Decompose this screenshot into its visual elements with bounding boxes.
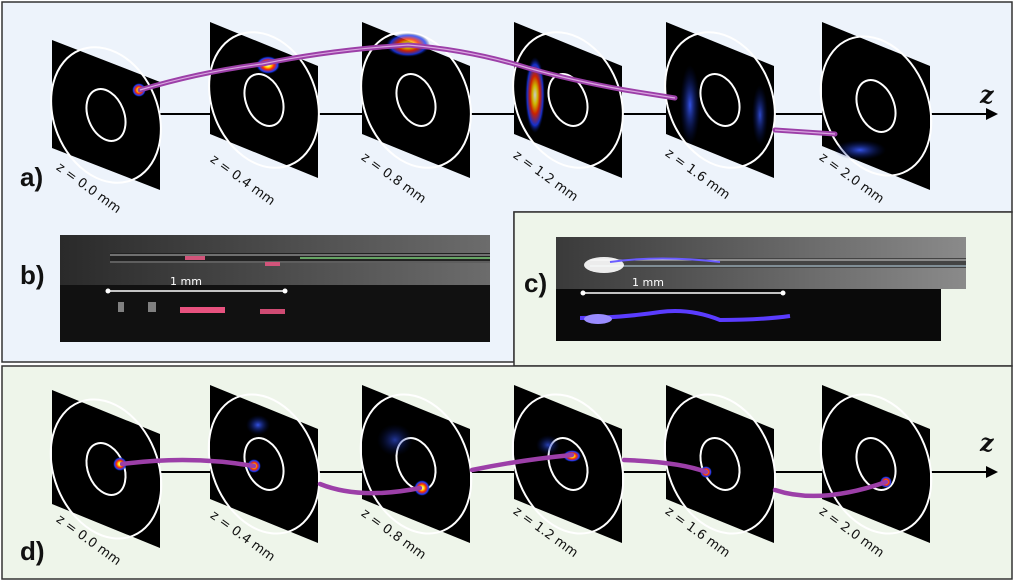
- slice-a-3: [360, 22, 472, 178]
- slice-a-1: [50, 40, 162, 190]
- beam-spot: [525, 57, 545, 133]
- panel-d-slices: [49, 385, 933, 548]
- scale-bar-end: [780, 290, 786, 296]
- panel-b-fiber-image: [60, 235, 490, 342]
- beam-spot: [680, 65, 700, 145]
- panel-d-z-axis-arrowhead: [986, 466, 998, 478]
- slice-a-5: [664, 22, 776, 178]
- scale-bar-end: [282, 288, 288, 294]
- slice-a-6: [819, 22, 933, 190]
- beam-spot: [752, 85, 768, 145]
- panel-a-label: a): [20, 162, 44, 192]
- panel-c-fiber-image: [556, 237, 966, 341]
- panel-d-trajectory: [119, 452, 889, 499]
- panel-b-scale-bar-label: 1 mm: [170, 275, 202, 288]
- beam-spot: [246, 415, 270, 435]
- panel-b-label: b): [20, 260, 45, 290]
- slice-a-4: [512, 22, 624, 178]
- panel-a-z-axis-arrowhead: [986, 108, 998, 120]
- panel-d-label: d): [20, 536, 45, 566]
- panel-a-z-axis-label: z: [980, 80, 994, 109]
- beam-spot: [536, 435, 560, 455]
- beam-spot: [377, 424, 413, 456]
- slice-d-4: [511, 385, 625, 543]
- panel-c-scale-bar-label: 1 mm: [632, 276, 664, 289]
- slice-d-2: [207, 385, 321, 543]
- scale-bar-end: [580, 290, 586, 296]
- slice-d-3: [359, 385, 473, 543]
- panel-d-z-axis-label: z: [980, 428, 994, 457]
- panel-c-label: c): [524, 268, 548, 298]
- beam-spot: [834, 140, 886, 160]
- scale-bar-end: [105, 288, 111, 294]
- slice-d-6: [819, 385, 933, 543]
- panel-a-trajectory-highlight: [139, 44, 836, 135]
- slice-d-5: [663, 385, 777, 543]
